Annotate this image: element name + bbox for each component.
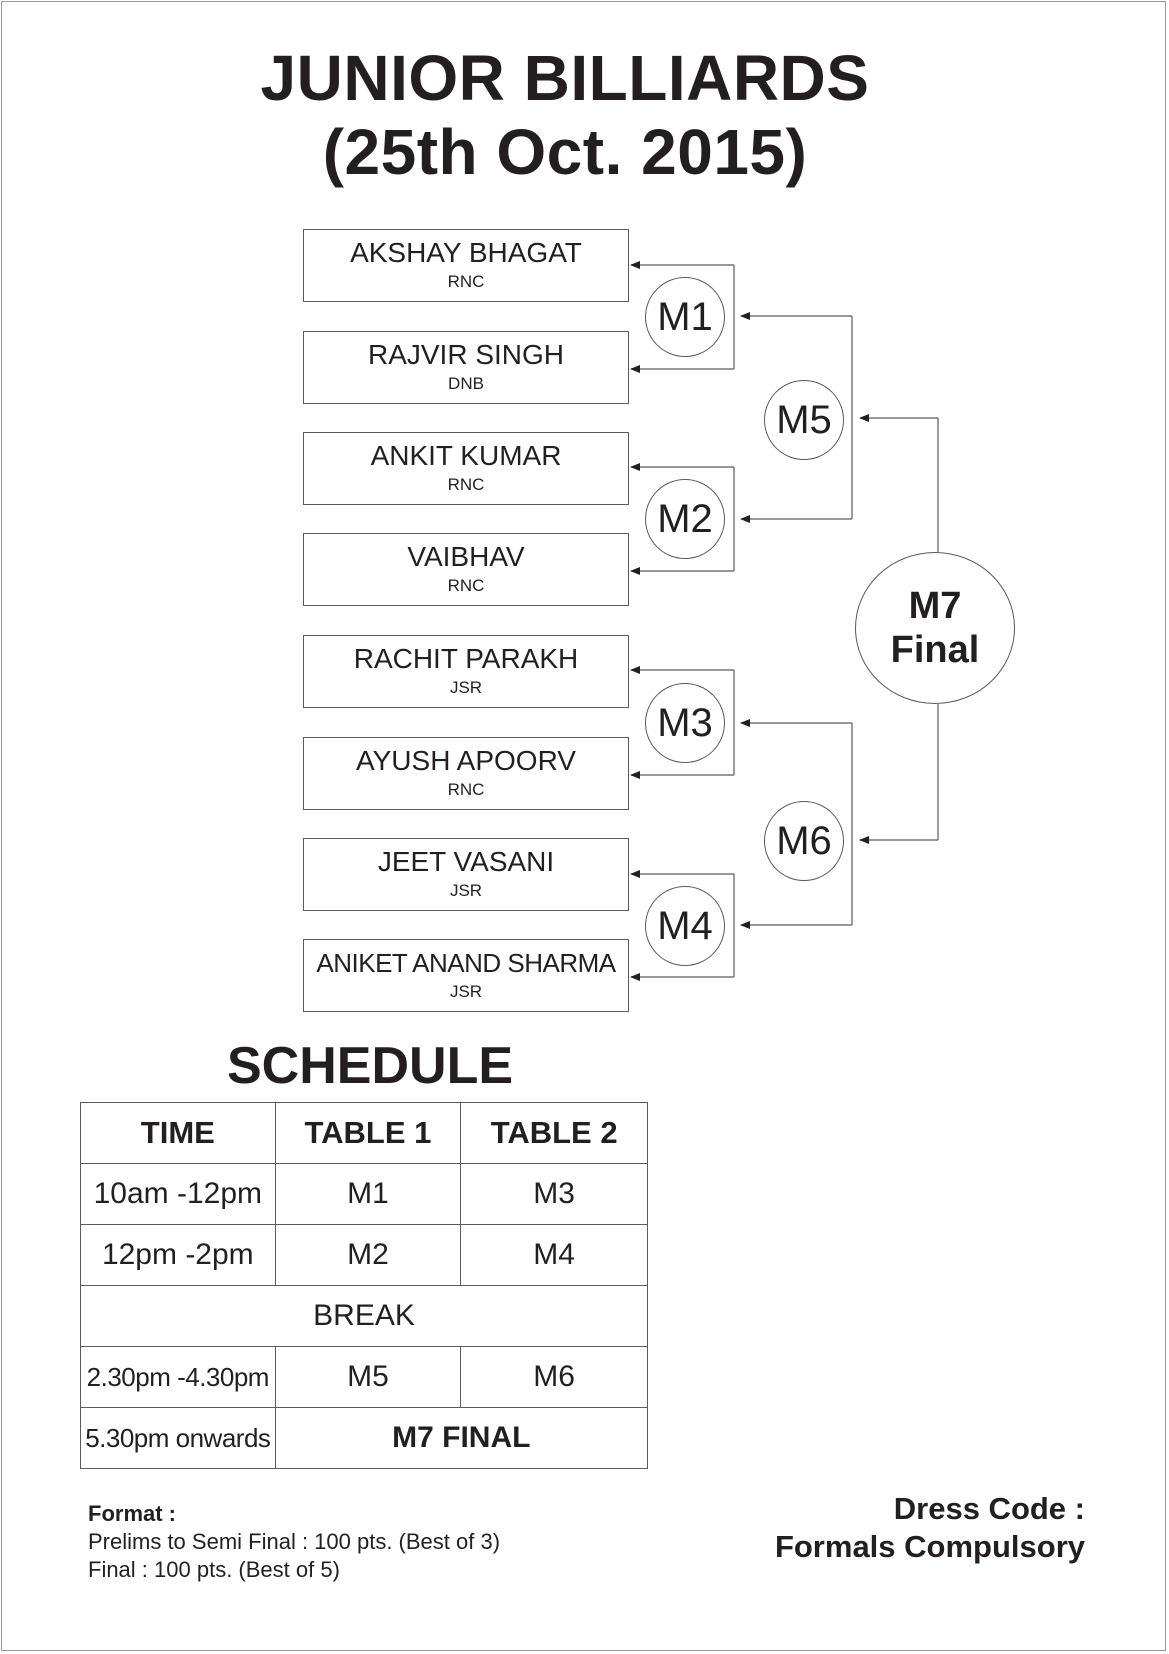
match-m5-circle: M5 [764,380,844,460]
table2-cell: M4 [460,1224,648,1286]
player-name: VAIBHAV [407,541,525,572]
table-row: 5.30pm onwards M7 FINAL [80,1407,649,1469]
format-line: Final : 100 pts. (Best of 5) [88,1557,340,1582]
table-row: 2.30pm -4.30pm M5 M6 [80,1346,648,1408]
format-notes: Format : Prelims to Semi Final : 100 pts… [88,1500,500,1584]
time-cell: 10am -12pm [80,1163,276,1225]
format-title: Format : [88,1501,176,1526]
player-name: AKSHAY BHAGAT [350,237,582,268]
dress-code: Dress Code : Formals Compulsory [775,1490,1085,1566]
match-final-circle: M7 Final [855,552,1015,704]
player-club: RNC [447,780,485,799]
player-box: VAIBHAV RNC [303,533,629,606]
player-name: AYUSH APOORV [356,745,576,776]
time-cell: 2.30pm -4.30pm [80,1346,276,1408]
player-name: RAJVIR SINGH [367,339,565,370]
table-row: 10am -12pm M1 M3 [80,1163,648,1225]
dress-code-value: Formals Compulsory [774,1529,1085,1564]
dress-code-title: Dress Code : [893,1491,1085,1526]
player-name: ANIKET ANAND SHARMA [316,948,616,978]
player-box: ANKIT KUMAR RNC [303,432,629,505]
match-m2-circle: M2 [645,479,725,559]
table-row: BREAK [80,1285,648,1347]
player-club: RNC [447,272,485,291]
table1-cell: M1 [274,1163,462,1225]
time-cell: 5.30pm onwards [80,1407,276,1469]
bracket-lines [630,261,939,981]
page-subtitle-date: (25th Oct. 2015) [322,116,808,188]
table-header-row: TIME TABLE 1 TABLE 2 [80,1102,648,1164]
match-m4-circle: M4 [645,886,725,966]
column-header: TABLE 1 [274,1102,462,1164]
table-row: 12pm -2pm M2 M4 [80,1224,648,1286]
page-title: JUNIOR BILLIARDS [260,42,870,114]
player-club: RNC [447,576,485,595]
player-name: RACHIT PARAKH [353,643,579,674]
match-m6-circle: M6 [764,801,844,881]
format-line: Prelims to Semi Final : 100 pts. (Best o… [88,1529,501,1554]
player-club: JSR [449,881,483,900]
column-header: TABLE 2 [460,1102,648,1164]
table2-cell: M3 [460,1163,648,1225]
player-name: JEET VASANI [377,846,555,877]
match-m3-circle: M3 [645,683,725,763]
final-match-code: M7 [908,585,962,627]
player-club: RNC [447,475,485,494]
break-cell: BREAK [80,1285,648,1347]
player-club: DNB [448,374,484,393]
final-match-label: Final [890,629,980,671]
table1-cell: M2 [274,1224,462,1286]
table1-cell: M5 [274,1346,462,1408]
player-box: JEET VASANI JSR [303,838,629,911]
player-box: AYUSH APOORV RNC [303,737,629,810]
schedule-heading: SCHEDULE [226,1037,514,1095]
match-m1-circle: M1 [645,277,725,357]
final-cell: M7 FINAL [274,1407,649,1469]
schedule-table: TIME TABLE 1 TABLE 2 10am -12pm M1 M3 12… [80,1102,649,1469]
player-name: ANKIT KUMAR [370,440,562,471]
player-box: RAJVIR SINGH DNB [303,331,629,404]
player-box: RACHIT PARAKH JSR [303,635,629,708]
column-header: TIME [80,1102,276,1164]
player-box: ANIKET ANAND SHARMA JSR [303,939,629,1012]
time-cell: 12pm -2pm [80,1224,276,1286]
player-box: AKSHAY BHAGAT RNC [303,229,629,302]
player-club: JSR [449,982,483,1001]
table2-cell: M6 [460,1346,648,1408]
player-club: JSR [449,678,483,697]
